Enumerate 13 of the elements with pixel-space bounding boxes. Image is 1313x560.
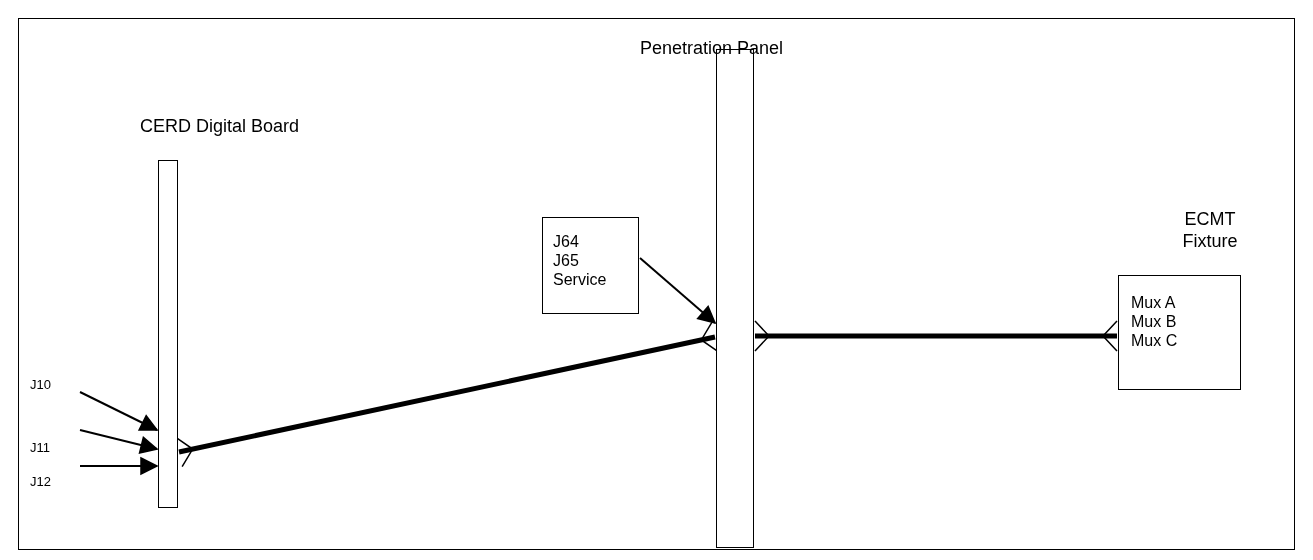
arrow — [639, 257, 716, 324]
arrow — [79, 457, 158, 475]
pin-label: J10 — [30, 377, 51, 392]
cable-line — [754, 320, 1118, 352]
arrow — [79, 429, 158, 454]
pin-label: J12 — [30, 474, 51, 489]
pin-label: J11 — [30, 440, 50, 455]
component-title: Penetration Panel — [640, 38, 784, 59]
connector-list: Mux A Mux B Mux C — [1131, 293, 1193, 350]
arrow — [79, 391, 158, 431]
connector-list: J64 J65 Service — [553, 232, 607, 289]
component-title: ECMT Fixture — [1181, 208, 1239, 252]
component-title: CERD Digital Board — [140, 116, 300, 137]
